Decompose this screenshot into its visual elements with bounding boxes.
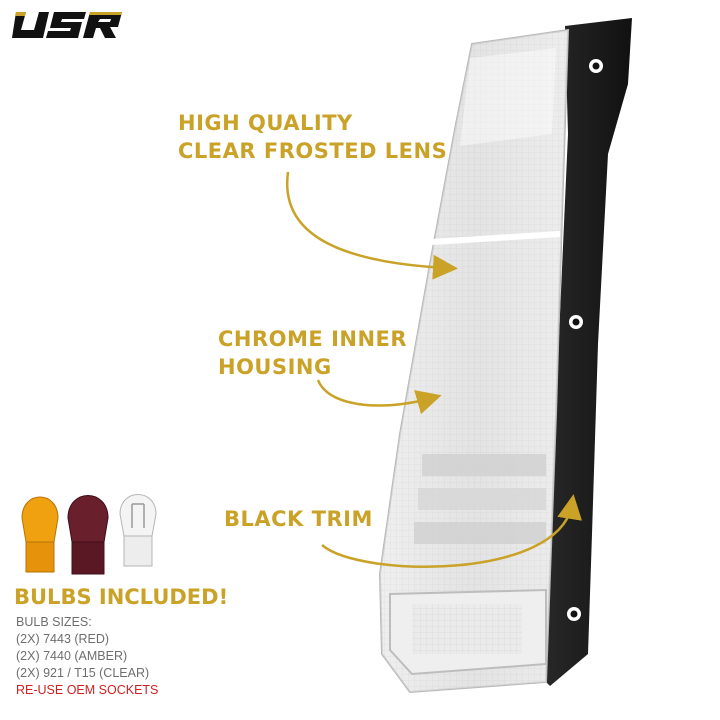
housing-callout-line2: HOUSING xyxy=(218,355,332,379)
housing-callout: CHROME INNER HOUSING xyxy=(218,325,407,381)
bulb-size-item: (2X) 7440 (AMBER) xyxy=(16,649,128,663)
bulbs-image xyxy=(16,480,166,578)
lens-callout: HIGH QUALITY CLEAR FROSTED LENS xyxy=(178,109,447,165)
housing-callout-line1: CHROME INNER xyxy=(218,327,408,351)
trim-callout-text: BLACK TRIM xyxy=(224,507,373,531)
lens-callout-line1: HIGH QUALITY xyxy=(178,111,353,135)
bulb-sizes-label: BULB SIZES: xyxy=(16,615,92,629)
bulbs-heading: BULBS INCLUDED! xyxy=(14,585,229,609)
brand-logo xyxy=(10,8,126,42)
lens-callout-line2: CLEAR FROSTED LENS xyxy=(178,139,448,163)
trim-callout: BLACK TRIM xyxy=(224,505,373,533)
reuse-sockets-note: RE-USE OEM SOCKETS xyxy=(16,683,159,697)
bulb-size-item: (2X) 921 / T15 (CLEAR) xyxy=(16,666,150,680)
bulb-sizes-list: BULB SIZES: (2X) 7443 (RED) (2X) 7440 (A… xyxy=(16,614,158,699)
bulb-size-item: (2X) 7443 (RED) xyxy=(16,632,110,646)
